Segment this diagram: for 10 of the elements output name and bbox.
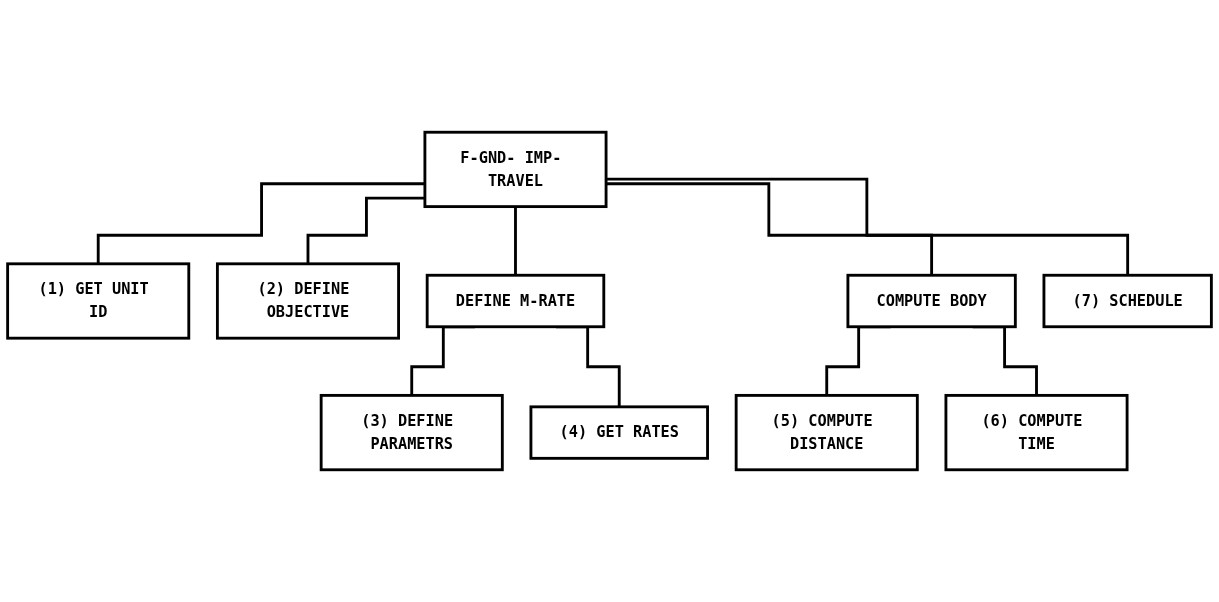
node-box: (3) DEFINE PARAMETRS	[319, 393, 504, 472]
node-box: (5) COMPUTE DISTANCE	[734, 393, 919, 472]
node-box: (4) GET RATES	[529, 405, 709, 460]
node-box: COMPUTE BODY	[846, 273, 1017, 329]
node-box: (1) GET UNIT ID	[6, 262, 191, 340]
node-box: (7) SCHEDULE	[1042, 273, 1213, 329]
node-box: (2) DEFINE OBJECTIVE	[215, 262, 400, 340]
node-box: (6) COMPUTE TIME	[944, 393, 1129, 472]
node-box: F-GND- IMP- TRAVEL	[423, 130, 608, 209]
node-box: DEFINE M-RATE	[425, 273, 606, 329]
